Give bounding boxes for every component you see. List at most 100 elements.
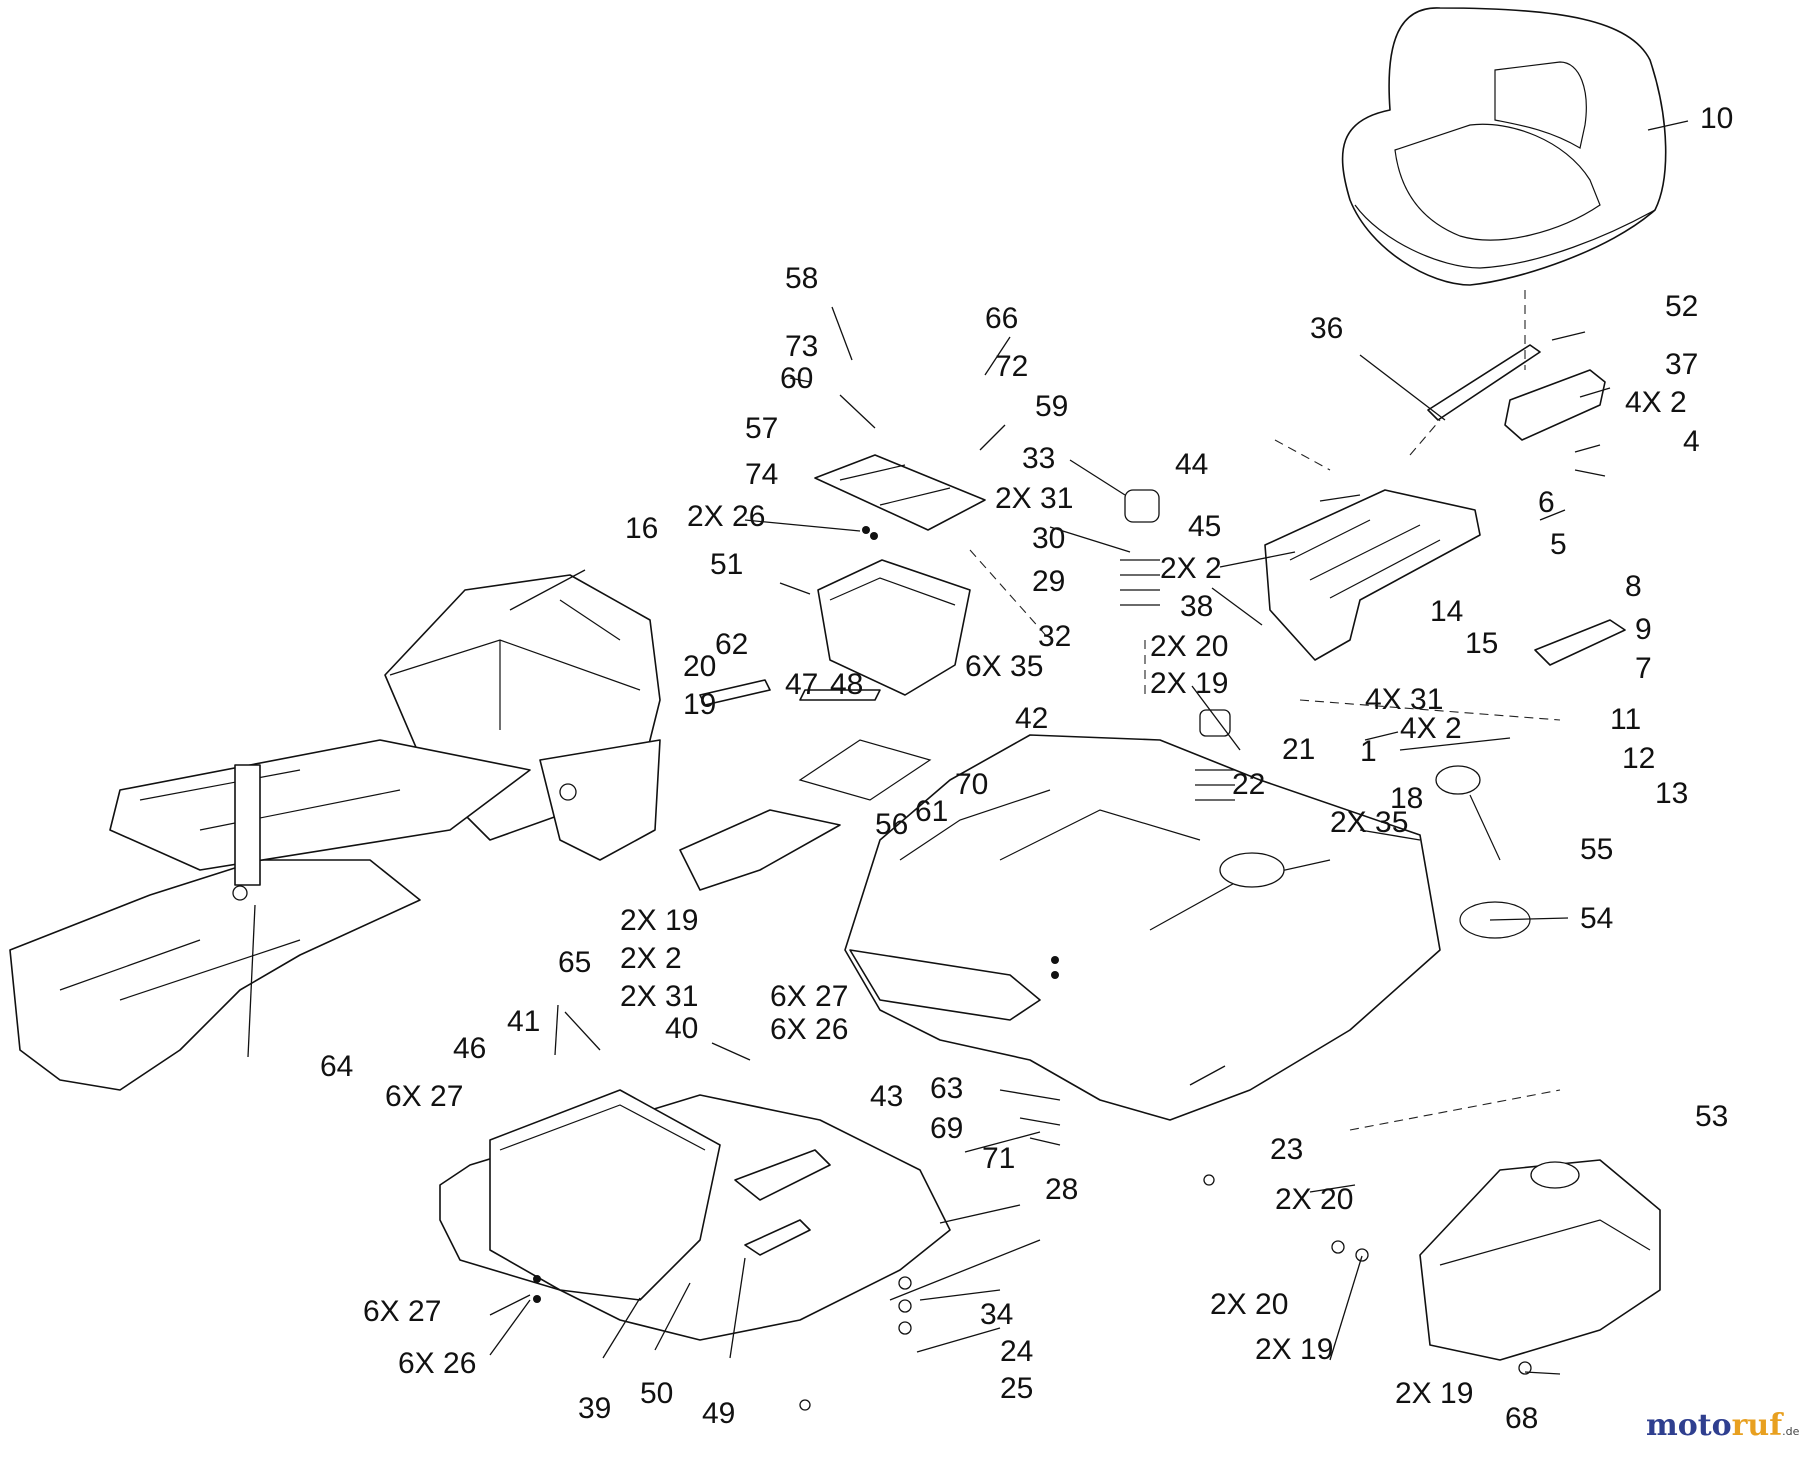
watermark-brand: motoruf [1646,1408,1783,1443]
fuel-tank [1419,1159,1661,1361]
seat-rails [1409,290,1606,456]
seat-pan [1264,489,1626,666]
callout-label: 68 [1505,1402,1539,1435]
callout-label: 59 [1035,390,1069,423]
callout-label: 51 [710,548,744,581]
callout-label: 4 [1683,425,1700,458]
watermark-suffix: .de [1782,1425,1800,1438]
callout-label: 6X 35 [965,650,1044,683]
callout-label: 74 [745,458,779,491]
callout-label: 18 [1390,782,1424,815]
callout-label: 8 [1625,570,1642,603]
callout-label: 66 [985,302,1019,335]
callout-label: 28 [1045,1173,1079,1206]
callout-label: 36 [1310,312,1344,345]
callout-label: 32 [1038,620,1072,653]
callout-label: 24 [1000,1335,1034,1368]
callout-label: 45 [1188,510,1222,543]
callout-label: 2X 2 [620,942,682,975]
callout-label: 52 [1665,290,1699,323]
callout-label: 71 [982,1142,1016,1175]
callout-label: 44 [1175,448,1209,481]
callout-label: 23 [1270,1133,1304,1166]
callout-label: 40 [665,1012,699,1045]
brackets [679,679,932,891]
callout-label: 33 [1022,442,1056,475]
callout-label: 12 [1622,742,1656,775]
callout-label: 34 [980,1298,1014,1331]
watermark: motoruf.de [1646,1408,1799,1448]
callout-label: 22 [1232,768,1266,801]
callout-label: 54 [1580,902,1614,935]
callout-label: 2X 20 [1275,1183,1354,1216]
callout-label: 25 [1000,1372,1034,1405]
callout-label: 65 [558,946,592,979]
seat-part [1341,7,1667,286]
callout-label: 49 [702,1397,736,1430]
callout-label: 11 [1610,703,1642,736]
floor-pan [439,1089,951,1341]
callout-label: 15 [1465,627,1499,660]
springs [1120,489,1235,801]
callout-label: 5 [1550,528,1567,561]
callout-label: 30 [1032,522,1066,555]
callout-label: 41 [507,1005,541,1038]
callout-label: 2X 19 [1395,1377,1474,1410]
leader-lines [247,120,1689,1375]
callout-label: 4X 2 [1400,712,1462,745]
fuel-cap-parts [1435,765,1531,939]
callout-label: 73 [785,330,819,363]
callout-label: 13 [1655,777,1689,810]
callout-label: 1 [1360,735,1377,768]
callout-label: 70 [955,768,989,801]
callout-label: 2X 19 [1255,1333,1334,1366]
callout-label: 29 [1032,565,1066,598]
callout-label: 69 [930,1112,964,1145]
callout-label: 2X 20 [1150,630,1229,663]
callout-label: 57 [745,412,779,445]
frame-assembly [9,574,661,1091]
callout-label: 39 [578,1392,612,1425]
callout-label: 14 [1430,595,1464,628]
callout-label: 4X 31 [1365,683,1444,716]
callout-label: 38 [1180,590,1214,623]
callout-label: 2X 31 [995,482,1074,515]
callout-label: 56 [875,808,909,841]
callout-label: 6X 26 [770,1013,849,1046]
callout-label: 37 [1665,348,1699,381]
callout-label: 62 [715,628,749,661]
callout-label: 50 [640,1377,674,1410]
callout-label: 21 [1282,733,1316,766]
callout-label: 4X 2 [1625,386,1687,419]
callout-label: 20 [683,650,717,683]
callout-label: 19 [683,688,717,721]
battery-box [814,454,986,696]
callout-label: 6X 27 [385,1080,464,1113]
callout-label: 2X 35 [1330,806,1409,839]
callout-label: 9 [1635,613,1652,646]
fender [844,734,1441,1121]
callout-label: 72 [995,350,1029,383]
callout-label: 2X 20 [1210,1288,1289,1321]
callout-label: 55 [1580,833,1614,866]
callout-label: 2X 31 [620,980,699,1013]
callout-label: 42 [1015,702,1049,735]
callout-label: 46 [453,1032,487,1065]
hardware [232,526,1532,1411]
callout-label: 61 [915,795,949,828]
callout-label: 58 [785,262,819,295]
callout-label: 6X 27 [363,1295,442,1328]
callout-label: 6 [1538,486,1555,519]
callout-label: 63 [930,1072,964,1105]
callout-label: 2X 19 [1150,667,1229,700]
callout-label: 47 [785,668,819,701]
callout-label: 43 [870,1080,904,1113]
alignment-lines [969,439,1561,1131]
callout-label: 2X 26 [687,500,766,533]
callout-label: 10 [1700,102,1734,135]
callout-label: 2X 2 [1160,552,1222,585]
callout-label: 16 [625,512,659,545]
callout-label: 7 [1635,652,1652,685]
